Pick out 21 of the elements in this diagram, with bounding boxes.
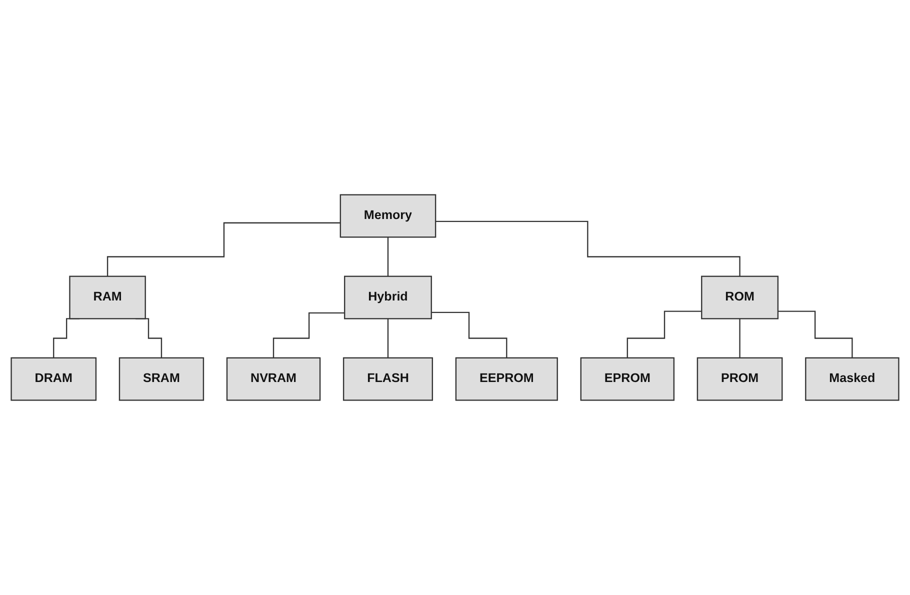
node-box: RAM bbox=[69, 276, 146, 320]
node-box: SRAM bbox=[118, 357, 204, 401]
node-box: NVRAM bbox=[226, 357, 321, 401]
node-box: EPROM bbox=[580, 357, 675, 401]
node-box: Memory bbox=[340, 194, 436, 238]
connector bbox=[436, 220, 740, 277]
node-box: FLASH bbox=[342, 357, 433, 401]
connector bbox=[431, 312, 508, 358]
connector bbox=[272, 312, 345, 358]
connector bbox=[387, 236, 389, 277]
connector bbox=[778, 310, 853, 358]
node-box: ROM bbox=[701, 276, 779, 320]
connector bbox=[739, 318, 740, 358]
connector bbox=[626, 310, 702, 358]
node-box: Hybrid bbox=[344, 276, 432, 320]
node-box: DRAM bbox=[10, 357, 97, 401]
connector bbox=[106, 222, 340, 277]
node-box: EEPROM bbox=[455, 357, 558, 401]
connector bbox=[387, 318, 389, 358]
node-box: Masked bbox=[805, 357, 900, 401]
node-box: PROM bbox=[696, 357, 783, 401]
